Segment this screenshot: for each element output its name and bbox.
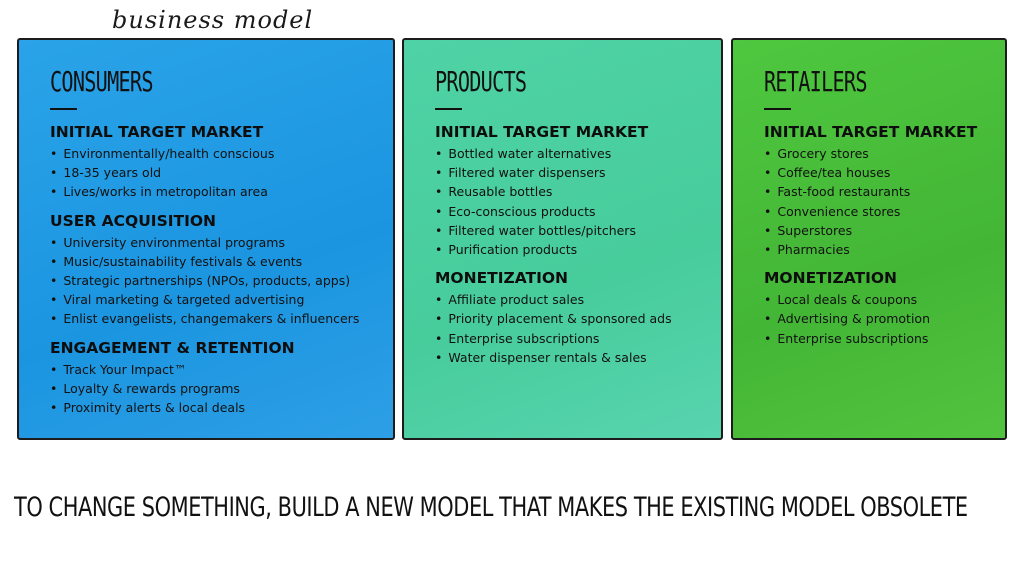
list-item: Loyalty & rewards programs — [50, 379, 377, 398]
title-divider — [50, 108, 77, 110]
list-item: Strategic partnerships (NPOs, products, … — [50, 271, 377, 290]
list-item: Advertising & promotion — [764, 309, 989, 328]
panel-title: Consumers — [50, 65, 153, 98]
panel-title: Retailers — [764, 65, 867, 98]
list-item: Track Your Impact™ — [50, 360, 377, 379]
list-item: Bottled water alternatives — [435, 144, 705, 163]
section-user-acquisition: USER ACQUISITION University environmenta… — [50, 211, 377, 329]
list-item: Lives/works in metropolitan area — [50, 182, 377, 201]
section-heading: MONETIZATION — [764, 269, 898, 288]
section-monetization: MONETIZATION Affiliate product sales Pri… — [435, 268, 705, 367]
section-initial-target-market: INITIAL TARGET MARKET Bottled water alte… — [435, 122, 705, 259]
list-item: Superstores — [764, 221, 989, 240]
list-item: 18-35 years old — [50, 163, 377, 182]
section-heading: INITIAL TARGET MARKET — [50, 123, 264, 141]
list-item: Enterprise subscriptions — [764, 329, 989, 348]
panel-title: Products — [435, 65, 527, 98]
section-monetization: MONETIZATION Local deals & coupons Adver… — [764, 268, 989, 348]
list-item: Fast-food restaurants — [764, 182, 989, 201]
list-item: Filtered water dispensers — [435, 163, 705, 182]
list-item: Music/sustainability festivals & events — [50, 252, 377, 271]
list-item: Eco-conscious products — [435, 202, 705, 221]
list-item: Enlist evangelists, changemakers & influ… — [50, 309, 377, 328]
section-heading: INITIAL TARGET MARKET — [764, 123, 978, 141]
tagline: TO CHANGE SOMETHING, BUILD A NEW MODEL T… — [14, 492, 968, 523]
list-item: Environmentally/health conscious — [50, 144, 377, 163]
list-item: Water dispenser rentals & sales — [435, 348, 705, 367]
list-item: Reusable bottles — [435, 182, 705, 201]
page-title: business model — [112, 6, 314, 34]
list-item: Affiliate product sales — [435, 290, 705, 309]
list-item: Convenience stores — [764, 202, 989, 221]
list-item: Coffee/tea houses — [764, 163, 989, 182]
list-item: Priority placement & sponsored ads — [435, 309, 705, 328]
title-divider — [764, 108, 791, 110]
list-item: University environmental programs — [50, 233, 377, 252]
section-engagement-retention: ENGAGEMENT & RETENTION Track Your Impact… — [50, 338, 377, 418]
consumers-panel: Consumers INITIAL TARGET MARKET Environm… — [17, 38, 395, 440]
list-item: Purification products — [435, 240, 705, 259]
list-item: Grocery stores — [764, 144, 989, 163]
list-item: Enterprise subscriptions — [435, 329, 705, 348]
list-item: Viral marketing & targeted advertising — [50, 290, 377, 309]
section-initial-target-market: INITIAL TARGET MARKET Environmentally/he… — [50, 122, 377, 202]
list-item: Proximity alerts & local deals — [50, 398, 377, 417]
list-item: Pharmacies — [764, 240, 989, 259]
list-item: Filtered water bottles/pitchers — [435, 221, 705, 240]
section-initial-target-market: INITIAL TARGET MARKET Grocery stores Cof… — [764, 122, 989, 259]
title-divider — [435, 108, 462, 110]
section-heading: INITIAL TARGET MARKET — [435, 123, 649, 141]
list-item: Local deals & coupons — [764, 290, 989, 309]
section-heading: MONETIZATION — [435, 269, 569, 288]
products-panel: Products INITIAL TARGET MARKET Bottled w… — [402, 38, 723, 440]
retailers-panel: Retailers INITIAL TARGET MARKET Grocery … — [731, 38, 1007, 440]
section-heading: ENGAGEMENT & RETENTION — [50, 338, 295, 357]
section-heading: USER ACQUISITION — [50, 211, 216, 230]
